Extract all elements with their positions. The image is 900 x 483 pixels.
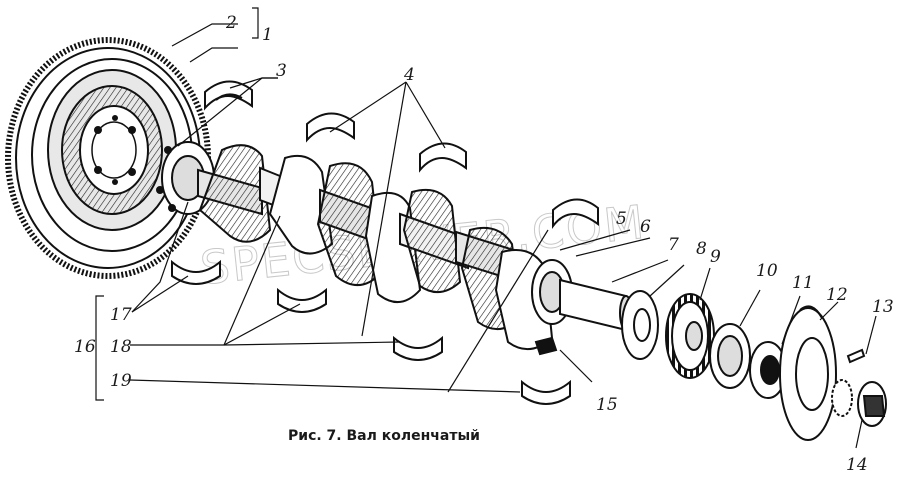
- callout-7: 7: [668, 235, 679, 255]
- callout-17: 17: [110, 305, 132, 325]
- rear-assembly: [621, 290, 887, 441]
- upper-bearing-shells: [204, 80, 599, 229]
- callout-3: 3: [276, 61, 287, 81]
- leader-lines: [95, 7, 877, 449]
- callout-13: 13: [872, 297, 894, 317]
- callout-10: 10: [756, 261, 778, 281]
- callout-2: 2: [225, 13, 237, 33]
- callout-11: 11: [792, 273, 814, 293]
- callout-18: 18: [110, 337, 132, 357]
- callout-19: 19: [110, 371, 132, 391]
- callout-4: 4: [403, 65, 415, 85]
- callout-14: 14: [846, 455, 868, 475]
- callout-labels: 2 1 3 4 5 6 7 8 9 10 11 12 13 14 15 16 1…: [74, 13, 894, 475]
- callout-12: 12: [826, 285, 848, 305]
- callout-16: 16: [74, 337, 96, 357]
- callout-1: 1: [262, 25, 273, 45]
- callout-9: 9: [710, 247, 721, 267]
- callout-15: 15: [596, 395, 618, 415]
- figure-caption: Рис. 7. Вал коленчатый: [288, 428, 480, 444]
- crankshaft: [156, 141, 633, 356]
- callout-6: 6: [640, 217, 651, 237]
- callout-5: 5: [616, 209, 627, 229]
- flywheel: [5, 37, 211, 279]
- callout-8: 8: [696, 239, 707, 259]
